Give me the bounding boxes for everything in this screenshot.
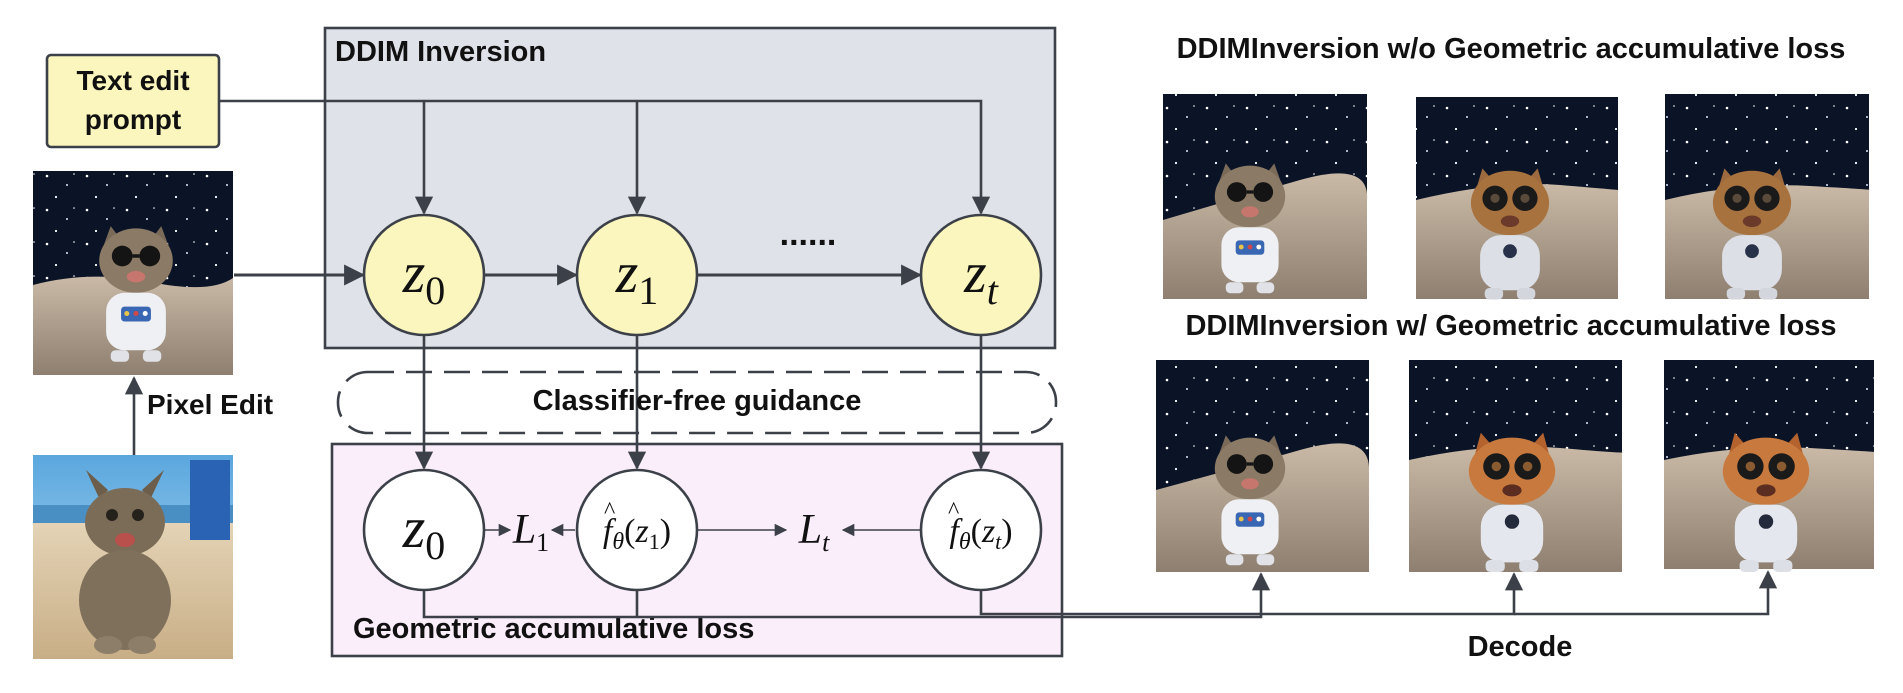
guidance-arrows bbox=[414, 336, 991, 470]
loss-ft-theta: θ bbox=[959, 529, 971, 555]
loss-ft-arg-sub: t bbox=[995, 529, 1002, 554]
result-with-loss-1 bbox=[1156, 360, 1370, 572]
decode-label: Decode bbox=[1468, 631, 1573, 663]
latent-node-zt: zt bbox=[919, 213, 1043, 337]
latent-zt-sub: t bbox=[987, 268, 999, 313]
latent-node-z0: z0 bbox=[362, 213, 486, 337]
latent-z1-base: z bbox=[615, 240, 639, 305]
loss-label-L1: L1 bbox=[512, 507, 549, 557]
classifier-free-guidance-pill bbox=[336, 370, 1058, 435]
original-beach-cat-image bbox=[33, 455, 233, 659]
latent-z1-sub: 1 bbox=[638, 268, 658, 313]
result-with-loss-2 bbox=[1409, 360, 1623, 572]
loss-f1-arg-base: z bbox=[635, 513, 649, 550]
svg-text:^: ^ bbox=[948, 498, 959, 524]
geometric-loss-box-title: Geometric accumulative loss bbox=[353, 613, 754, 645]
text-edit-prompt-label-line1: Text edit bbox=[76, 65, 189, 96]
latent-ellipsis: ...... bbox=[780, 215, 837, 253]
loss-label-Lt: Lt bbox=[798, 507, 830, 557]
edited-cat-image bbox=[33, 171, 233, 375]
svg-text:zt: zt bbox=[963, 240, 999, 313]
svg-text:z0: z0 bbox=[402, 495, 446, 568]
text-edit-prompt-label-line2: prompt bbox=[85, 104, 181, 135]
decode-connectors bbox=[422, 570, 1778, 619]
result-with-loss-3 bbox=[1664, 360, 1875, 572]
latent-z0-sub: 0 bbox=[425, 268, 445, 313]
pixel-edit-label: Pixel Edit bbox=[147, 389, 273, 420]
loss-node-z0: z0 bbox=[362, 468, 486, 592]
loss-node-f-theta-zt: fθ(zt) ^ bbox=[919, 468, 1043, 592]
result-without-loss-1 bbox=[1163, 94, 1368, 299]
loss-z0-base: z bbox=[402, 495, 426, 560]
loss-ft-arg-base: z bbox=[981, 513, 995, 550]
svg-text:z1: z1 bbox=[615, 240, 659, 313]
loss-f1-arg-sub: 1 bbox=[649, 529, 660, 554]
loss-f1-theta: θ bbox=[612, 529, 624, 555]
without-loss-title: DDIMInversion w/o Geometric accumulative… bbox=[1177, 33, 1846, 65]
latent-z0-base: z bbox=[402, 240, 426, 305]
ddim-inversion-title: DDIM Inversion bbox=[335, 36, 546, 68]
svg-text:^: ^ bbox=[604, 498, 615, 524]
loss-node-f-theta-z1: fθ(z1) ^ bbox=[575, 468, 699, 592]
with-loss-title: DDIMInversion w/ Geometric accumulative … bbox=[1185, 310, 1836, 342]
result-without-loss-3 bbox=[1665, 94, 1871, 300]
loss-z0-sub: 0 bbox=[425, 523, 445, 568]
classifier-free-guidance-label: Classifier-free guidance bbox=[533, 385, 862, 417]
svg-text:fθ(zt): fθ(zt) bbox=[949, 513, 1012, 555]
text-prompt-connectors bbox=[219, 99, 991, 215]
latent-node-z1: z1 bbox=[575, 213, 699, 337]
svg-text:z0: z0 bbox=[402, 240, 446, 313]
result-without-loss-2 bbox=[1416, 97, 1619, 300]
latent-zt-base: z bbox=[963, 240, 987, 305]
